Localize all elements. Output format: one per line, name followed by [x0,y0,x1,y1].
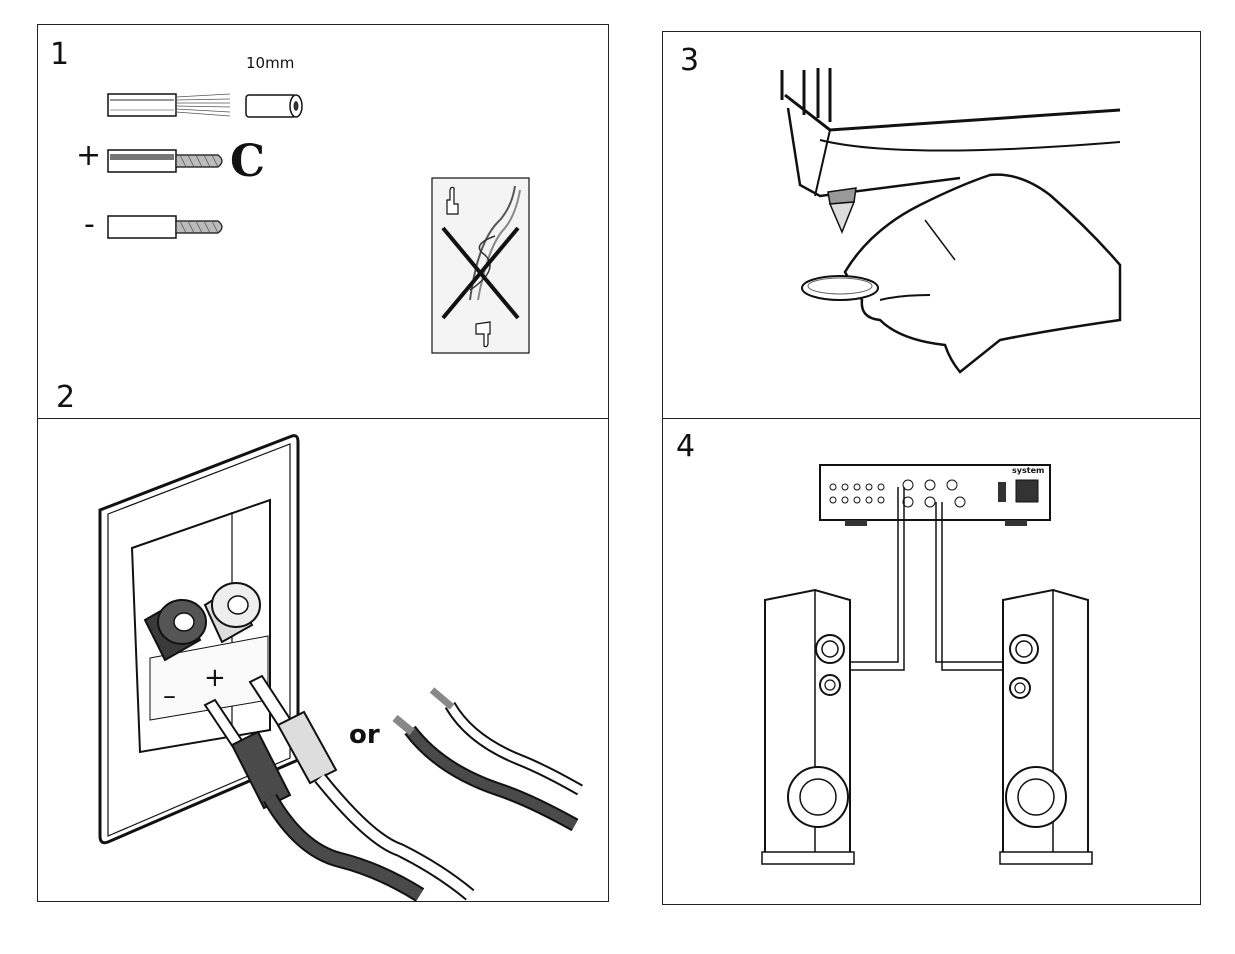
amp-brand-label: system [1012,467,1044,475]
left-floorstanding-speaker [762,590,854,864]
right-floorstanding-speaker [1000,590,1092,864]
step4-illustration [0,0,1220,920]
